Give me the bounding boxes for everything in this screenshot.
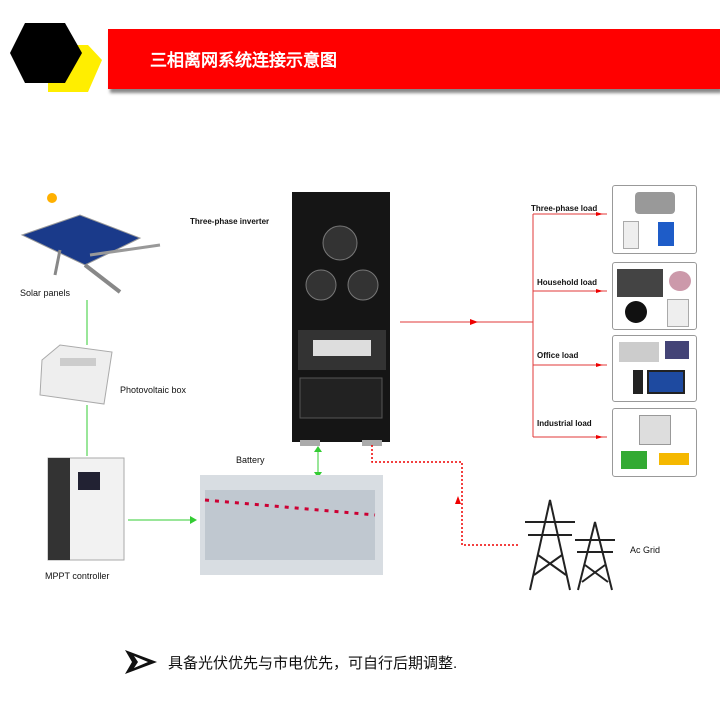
office-load-image (612, 335, 697, 402)
pointer-arrow-icon (125, 650, 157, 674)
three-phase-load-image (612, 185, 697, 254)
solar-panel-image (20, 214, 161, 294)
load-label-office: Office load (537, 351, 579, 360)
ac-grid-label: Ac Grid (630, 545, 661, 555)
hexagon-icon (10, 23, 82, 83)
mppt-controller-image (47, 457, 125, 561)
load-label-industrial: Industrial load (537, 419, 592, 428)
inverter-cabinet-image (292, 192, 390, 446)
pv-box-label: Photovoltaic box (120, 385, 187, 395)
battery-label: Battery (236, 455, 265, 465)
header-banner: 三相离网系统连接示意图 (108, 29, 720, 89)
mppt-label: MPPT controller (45, 571, 110, 581)
pv-box-image (39, 344, 113, 405)
industrial-load-image (612, 408, 697, 477)
footer-note: 具备光伏优先与市电优先，可自行后期调整. (168, 655, 458, 672)
power-tower-icon (525, 499, 615, 591)
load-label-three-phase: Three-phase load (531, 204, 598, 213)
inverter-label: Three-phase inverter (190, 217, 270, 226)
load-label-household: Household load (537, 278, 597, 287)
household-load-image (612, 262, 697, 330)
battery-bank-image (200, 475, 383, 575)
solar-panels-label: Solar panels (20, 288, 71, 298)
page-title: 三相离网系统连接示意图 (150, 51, 337, 70)
sun-icon (47, 193, 57, 203)
